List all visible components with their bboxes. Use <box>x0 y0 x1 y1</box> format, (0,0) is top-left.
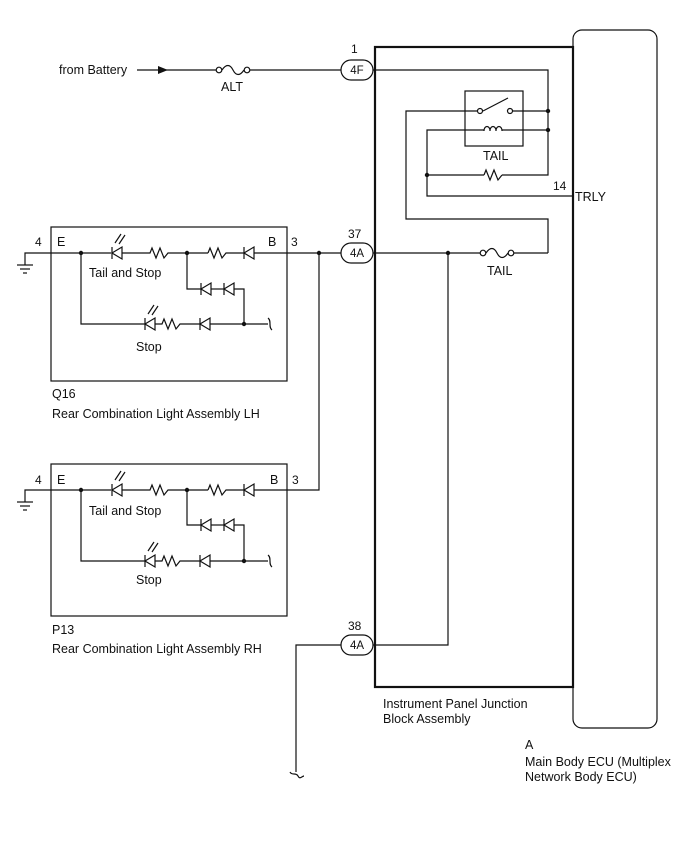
tail-relay-box <box>464 90 524 147</box>
connector-4a-38-pin: 38 <box>348 619 362 633</box>
ecu-code: A <box>525 738 534 752</box>
main-body-ecu-box <box>572 29 658 729</box>
lamp-lh-tail-label: Tail and Stop <box>89 266 161 280</box>
wire-break-icon <box>289 771 305 779</box>
lamp-lh-diode-b-icon <box>242 245 255 261</box>
lamp-lh-diode3-icon <box>199 281 212 297</box>
lamp-lh-stop-led-icon <box>143 316 156 332</box>
lamp-rh-diode-b-icon <box>242 482 255 498</box>
lamp-rh-wire-break-icon <box>267 554 273 568</box>
tail-fuse-terminal-left <box>479 249 487 257</box>
lamp-rh-diode4-icon <box>222 517 235 533</box>
lamp-rh-tail-light-rays-icon <box>114 470 126 482</box>
wire-coil-trly <box>426 129 573 197</box>
ecu-terminal-trly: TRLY <box>575 190 607 204</box>
lamp-lh-term-e: E <box>57 235 65 249</box>
ecu-name-line2: Network Body ECU) <box>525 770 637 784</box>
lamp-rh-diode3-icon <box>199 517 212 533</box>
alt-fuse-terminal-right <box>243 66 251 74</box>
lamp-lh-diode5-icon <box>198 316 211 332</box>
lamp-lh-stop-light-rays-icon <box>147 304 159 316</box>
ecu-pin-14: 14 <box>553 179 567 193</box>
junction-block-name-line1: Instrument Panel Junction <box>383 697 528 711</box>
alt-fuse-label: ALT <box>221 80 243 94</box>
lamp-rh-box <box>50 463 288 617</box>
lamp-lh-stop-resistor-icon <box>155 317 200 331</box>
lamp-rh-pin-e: 4 <box>35 473 42 487</box>
lamp-lh: 4 E B 3 Tail and Stop <box>17 226 298 421</box>
relay-switch-blade <box>482 97 509 112</box>
lamp-lh-ground-wire <box>24 252 51 265</box>
wire-4a38-out <box>295 644 341 772</box>
lamp-rh-stop-label: Stop <box>136 573 162 587</box>
lamp-rh-tail-label: Tail and Stop <box>89 504 161 518</box>
lamp-lh-diode4-icon <box>222 281 235 297</box>
lamp-rh-tail-led-icon <box>110 482 123 498</box>
lamp-rh-pin-b: 3 <box>292 473 299 487</box>
lamp-lh-code: Q16 <box>52 387 76 401</box>
relay-coil-icon <box>483 125 503 132</box>
junction-block-box <box>373 45 575 689</box>
tail-fuse-icon <box>485 247 509 259</box>
battery-arrow-icon <box>158 66 168 74</box>
connector-4f-code: 4F <box>350 65 363 77</box>
lamp-lh-pin-e: 4 <box>35 235 42 249</box>
lamp-rh-term-b: B <box>270 473 278 487</box>
lamp-rh-tail-resistor-icon <box>122 483 208 497</box>
lamp-rh-stop-light-rays-icon <box>147 541 159 553</box>
relay-switch-contact-left <box>476 107 484 115</box>
lamp-lh-pin-b: 3 <box>291 235 298 249</box>
connector-4a-37-pin: 37 <box>348 227 362 241</box>
lamp-lh-stop-label: Stop <box>136 340 162 354</box>
junction-dot-relay-switch <box>545 108 551 114</box>
lamp-lh-tail-led-icon <box>110 245 123 261</box>
lamp-lh-name: Rear Combination Light Assembly LH <box>52 407 260 421</box>
lamp-rh-diode5-icon <box>198 553 211 569</box>
lamp-rh-stop-resistor-icon <box>155 554 200 568</box>
tail-relay-label: TAIL <box>483 149 509 163</box>
junction-dot-resistor <box>424 172 430 178</box>
alt-fuse-terminal-left <box>215 66 223 74</box>
lamp-lh-resistor2-icon <box>207 246 244 260</box>
wire-tail-bus-4a38 <box>373 253 449 646</box>
lamp-rh-resistor2-icon <box>207 483 244 497</box>
lamp-lh-tail-light-rays-icon <box>114 233 126 245</box>
connector-4a-38-code: 4A <box>350 640 364 652</box>
relay-resistor-icon <box>483 168 503 182</box>
lamp-lh-tail-resistor-icon <box>122 246 208 260</box>
lamp-rh-name: Rear Combination Light Assembly RH <box>52 642 262 656</box>
wire-relay-switch-to-tail-fuse <box>405 110 549 253</box>
lamp-rh-term-e: E <box>57 473 65 487</box>
ecu-name-line1: Main Body ECU (Multiplex <box>525 755 672 769</box>
lamp-lh-box <box>50 226 288 382</box>
lamp-lh-wire-break-icon <box>267 317 273 331</box>
from-battery-label: from Battery <box>59 63 128 77</box>
connector-4f-pin: 1 <box>351 42 358 56</box>
wire-resistor-right <box>502 130 549 176</box>
alt-fuse-icon <box>221 64 245 76</box>
lamp-rh-ground-wire <box>24 489 51 502</box>
connector-4a-37-code: 4A <box>350 248 364 260</box>
lamp-rh: 4 E B 3 Tail and Stop <box>17 463 299 656</box>
relay-switch-contact-right <box>506 107 514 115</box>
lamp-rh-stop-led-icon <box>143 553 156 569</box>
tail-fuse-label: TAIL <box>487 264 513 278</box>
junction-block-name-line2: Block Assembly <box>383 712 471 726</box>
tail-fuse-terminal-right <box>507 249 515 257</box>
wire-4f-relay-bus <box>373 69 549 111</box>
lamp-lh-term-b: B <box>268 235 276 249</box>
lamp-rh-code: P13 <box>52 623 74 637</box>
wire-split-to-rh <box>287 253 320 491</box>
